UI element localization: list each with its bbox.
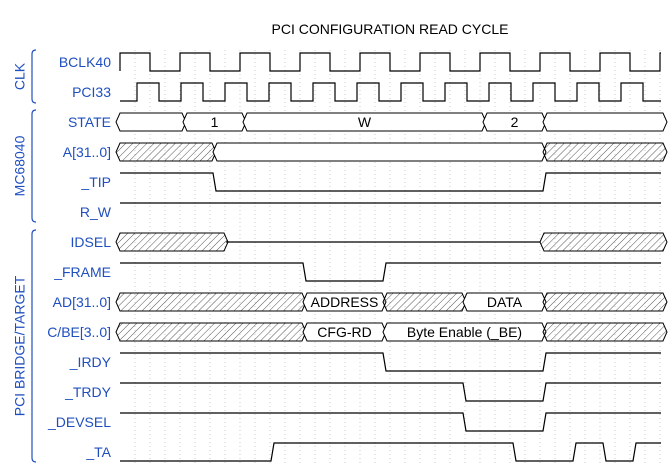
- signal-label-cbe: C/BE[3..0]: [47, 324, 111, 340]
- diagram-title: PCI CONFIGURATION READ CYCLE: [272, 21, 509, 37]
- group-bracket-mc: [31, 109, 37, 223]
- time-grid: [134, 50, 661, 464]
- bus-valid-segment: [542, 112, 668, 132]
- state-value-1: 1: [211, 114, 219, 130]
- bus-undefined-segment: [115, 322, 307, 342]
- group-bracket-clk: [31, 49, 37, 104]
- bus-undefined-segment: [539, 232, 668, 252]
- bus-undefined-segment: [382, 292, 467, 312]
- signal-label-bclk40: BCLK40: [59, 54, 111, 70]
- bus-undefined-segment: [542, 322, 668, 342]
- bus-undefined-segment: [542, 292, 668, 312]
- waveform-bclk40: [119, 52, 661, 72]
- group-label-mc: MC68040: [12, 135, 28, 196]
- waveform-tip: [120, 172, 661, 192]
- group-bracket-pci: [31, 229, 37, 463]
- bus-valid-segment: [115, 112, 187, 132]
- signal-label-state: STATE: [68, 114, 111, 130]
- bus-undefined-segment: [115, 142, 217, 162]
- signal-label-idsel: IDSEL: [71, 234, 112, 250]
- bus-undefined-segment: [542, 142, 668, 162]
- signal-label-addr: A[31..0]: [63, 144, 111, 160]
- signal-label-frame: _FRAME: [53, 264, 111, 280]
- ad-data-phase: DATA: [487, 294, 523, 310]
- waveform-pci33: [120, 82, 661, 102]
- signal-label-rw: R_W: [80, 204, 112, 220]
- cbe-command: CFG-RD: [317, 324, 371, 340]
- cbe-byte-enable: Byte Enable (_BE): [407, 324, 522, 340]
- signal-label-tip: _TIP: [80, 174, 111, 190]
- signal-label-trdy: _TRDY: [64, 384, 112, 400]
- waveform-frame: [120, 262, 661, 282]
- ad-address-phase: ADDRESS: [311, 294, 379, 310]
- waveform-devsel: [120, 412, 661, 432]
- group-label-pci: PCI BRIDGE/TARGET: [12, 275, 28, 416]
- group-label-clk: CLK: [12, 62, 28, 90]
- signal-label-ta: _TA: [85, 444, 111, 460]
- waveform-trdy: [120, 382, 661, 402]
- waveform-irdy: [120, 352, 661, 372]
- state-value-w: W: [358, 114, 372, 130]
- bus-undefined-segment: [115, 232, 229, 252]
- bus-undefined-segment: [115, 292, 307, 312]
- bus-valid-segment: [212, 142, 547, 162]
- signal-label-devsel: _DEVSEL: [47, 414, 111, 430]
- state-value-2: 2: [511, 114, 519, 130]
- signal-label-irdy: _IRDY: [69, 354, 112, 370]
- signal-label-pci33: PCI33: [72, 84, 111, 100]
- waveform-ta: [120, 442, 661, 462]
- signal-label-ad: AD[31..0]: [53, 294, 111, 310]
